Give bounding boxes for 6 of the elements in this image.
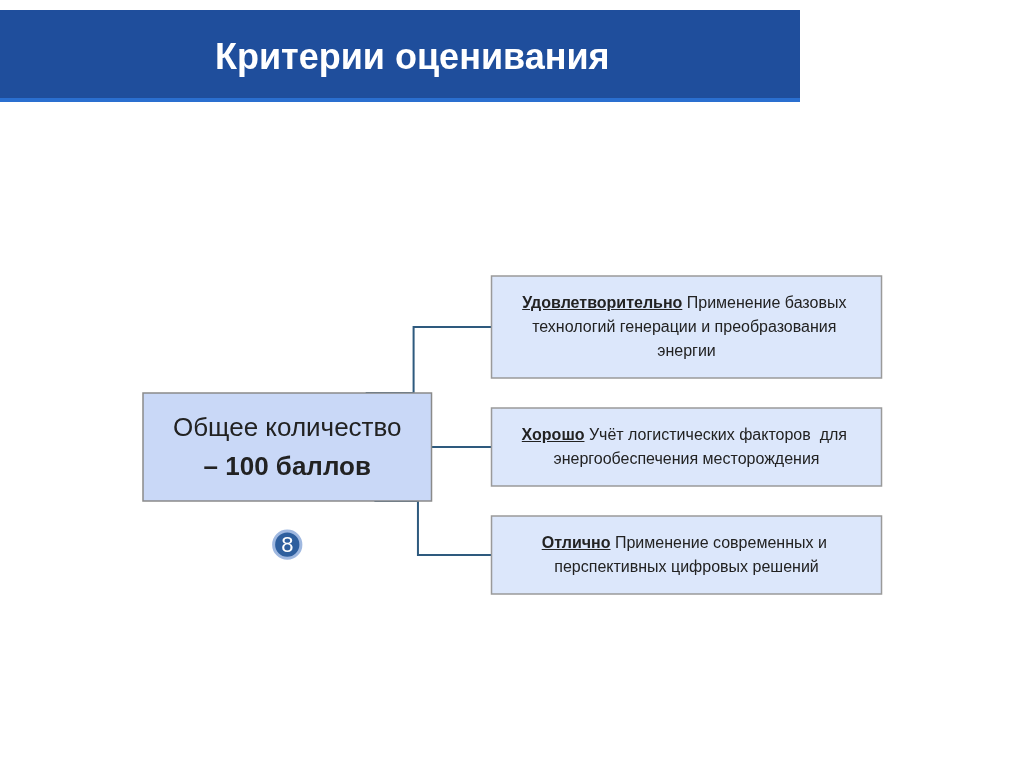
slide-title: Критерии оценивания: [215, 36, 610, 78]
node-box: Удовлетворительно Применение базовых технологий генерации и преобразования энергии: [490, 275, 882, 379]
node-circle: 8: [271, 529, 303, 560]
node-box: Хорошо Учёт логистических факторов для энергообеспечения месторождения: [490, 407, 882, 487]
node-box: Общее количество – 100 баллов: [142, 392, 432, 502]
node-box: Отлично Применение современных и перспективных цифровых решений: [490, 515, 882, 595]
